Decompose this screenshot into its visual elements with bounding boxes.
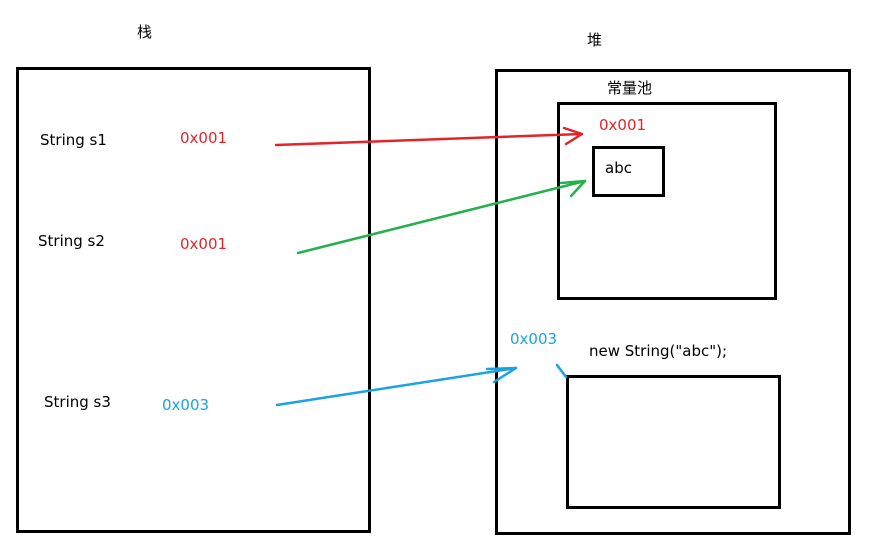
s2-reference-arrow <box>296 179 587 255</box>
stack-var-s3-ref: 0x003 <box>162 396 210 414</box>
stack-var-s1-label: String s1 <box>40 131 107 149</box>
constant-pool-box <box>557 102 777 300</box>
s3-reference-arrow <box>275 363 568 407</box>
s1-reference-arrow <box>274 126 584 147</box>
abc-literal-value: abc <box>605 159 632 177</box>
heap-title: 堆 <box>587 31 603 49</box>
stack-var-s3-label: String s3 <box>44 393 111 411</box>
constant-pool-title: 常量池 <box>607 79 653 97</box>
stack-box <box>16 67 371 533</box>
pool-address-label: 0x001 <box>599 116 647 134</box>
stack-var-s1-ref: 0x001 <box>180 129 228 147</box>
heap-box <box>495 69 851 535</box>
stack-var-s2-ref: 0x001 <box>180 235 228 253</box>
new-string-object-box <box>566 375 781 509</box>
new-string-expression: new String("abc"); <box>589 342 728 360</box>
abc-literal-box <box>592 146 665 197</box>
stack-title: 栈 <box>137 23 153 41</box>
new-object-address-label: 0x003 <box>510 330 558 348</box>
stack-var-s2-label: String s2 <box>38 232 105 250</box>
